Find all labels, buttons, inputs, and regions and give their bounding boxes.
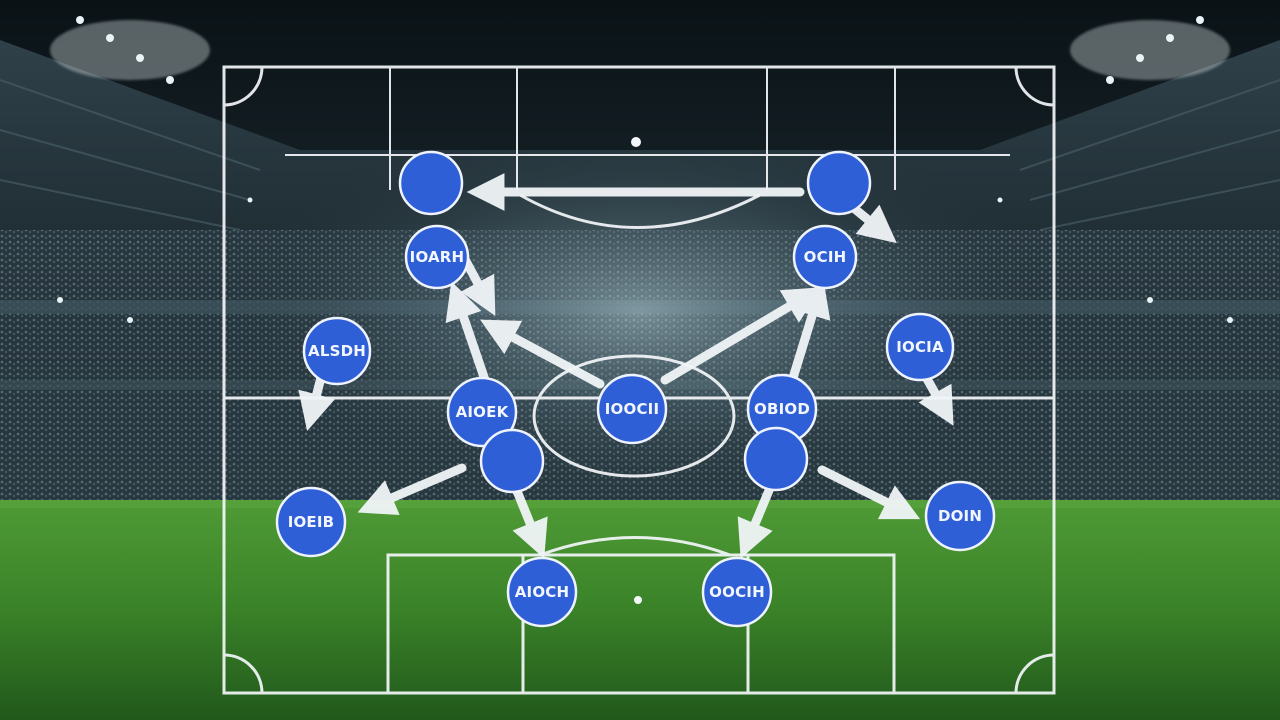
player-label: IOOCII (605, 400, 659, 418)
player-p6[interactable]: IOCIA (885, 312, 955, 382)
player-p5[interactable]: ALSDH (302, 316, 372, 386)
player-p11[interactable] (743, 426, 809, 492)
player-marker (404, 224, 470, 290)
player-label: IOARH (410, 248, 465, 266)
player-label: AIOEK (456, 403, 510, 421)
corner-arc-bottom-left (223, 653, 264, 694)
top-penalty-arc (519, 193, 761, 229)
player-p2[interactable] (806, 150, 872, 216)
player-marker (302, 316, 372, 386)
player-p7[interactable]: AIOEK (446, 376, 518, 448)
corner-arc-top-right (1014, 66, 1055, 107)
player-label: DOIN (938, 507, 982, 525)
player-marker (446, 376, 518, 448)
player-marker (743, 426, 809, 492)
player-label: IOEIB (288, 513, 335, 531)
player-marker (479, 428, 545, 494)
player-label: OOCIH (709, 583, 765, 601)
player-marker (506, 556, 578, 628)
player-p13[interactable]: DOIN (924, 480, 996, 552)
arrow-11 (510, 481, 548, 559)
bottom-penalty-spot (634, 596, 642, 604)
player-label: OCIH (804, 248, 847, 266)
player-marker (398, 150, 464, 216)
top-penalty-spot (631, 137, 641, 147)
player-marker (885, 312, 955, 382)
bottom-penalty-arc (539, 536, 731, 557)
arrow-4 (445, 281, 490, 385)
corner-arc-bottom-right (1014, 653, 1055, 694)
center-circle (532, 354, 736, 478)
player-p14[interactable]: AIOCH (506, 556, 578, 628)
player-marker (924, 480, 996, 552)
player-p1[interactable] (398, 150, 464, 216)
bottom-penalty-area (386, 553, 896, 695)
player-marker (806, 150, 872, 216)
arrow-6 (660, 287, 822, 385)
players: IOARH OCIH ALSDH IOCIA AIOEK IOOCII OBIO… (275, 150, 996, 628)
player-marker (596, 373, 668, 445)
player-marker (701, 556, 773, 628)
corner-arc-top-left (223, 66, 264, 107)
player-label: OBIOD (754, 400, 810, 418)
player-marker (275, 486, 347, 558)
arrow-13 (817, 465, 921, 520)
player-label: ALSDH (308, 342, 366, 360)
player-marker (792, 224, 858, 290)
arrow-10 (357, 463, 467, 516)
pitch-markings (222, 65, 1056, 695)
player-p4[interactable]: OCIH (792, 224, 858, 290)
arrow-12 (737, 483, 775, 559)
player-label: IOCIA (896, 338, 944, 356)
player-p12[interactable]: IOEIB (275, 486, 347, 558)
player-label: AIOCH (515, 583, 570, 601)
player-p9[interactable]: OBIOD (746, 373, 818, 445)
arrow-7 (788, 279, 831, 383)
player-p10[interactable] (479, 428, 545, 494)
player-p15[interactable]: OOCIH (701, 556, 773, 628)
arrow-5 (480, 319, 605, 389)
player-p8[interactable]: IOOCII (596, 373, 668, 445)
player-p3[interactable]: IOARH (404, 224, 470, 290)
